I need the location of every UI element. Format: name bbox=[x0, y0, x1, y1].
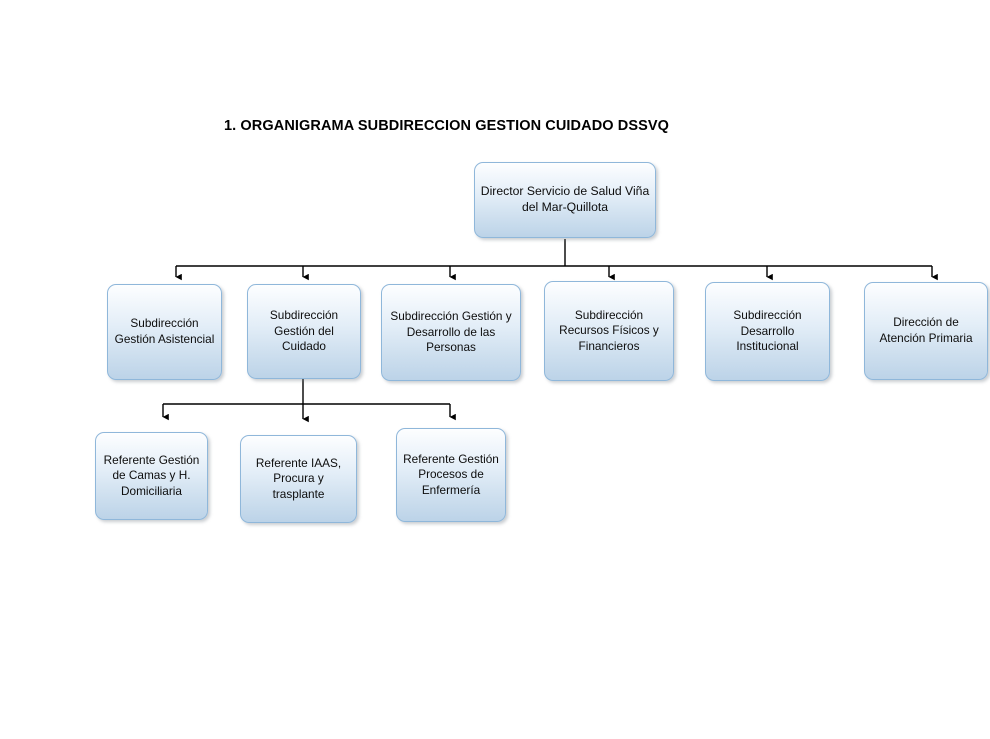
node-direccion-atencion-primaria[interactable]: Dirección de Atención Primaria bbox=[864, 282, 988, 380]
node-label: Subdirección Recursos Físicos y Financie… bbox=[559, 307, 659, 353]
node-subdireccion-gestion-asistencial[interactable]: Subdirección Gestión Asistencial bbox=[107, 284, 222, 380]
node-root[interactable]: Director Servicio de Salud Viña del Mar-… bbox=[474, 162, 656, 238]
node-referente-iaas-procura[interactable]: Referente IAAS, Procura y trasplante bbox=[240, 435, 357, 523]
node-label: Referente Gestión Procesos de Enfermería bbox=[403, 451, 499, 497]
node-label: Subdirección Gestión Asistencial bbox=[114, 316, 215, 346]
node-label: Dirección de Atención Primaria bbox=[879, 315, 973, 345]
node-label: Subdirección Gestión del Cuidado bbox=[269, 308, 339, 354]
node-label: Referente IAAS, Procura y trasplante bbox=[255, 455, 342, 501]
node-referente-gestion-procesos-enfermeria[interactable]: Referente Gestión Procesos de Enfermería bbox=[396, 428, 506, 522]
node-label: Director Servicio de Salud Viña del Mar-… bbox=[480, 184, 650, 214]
page-title: 1. ORGANIGRAMA SUBDIRECCION GESTION CUID… bbox=[224, 118, 670, 134]
node-label: Subdirección Desarrollo Institucional bbox=[733, 308, 802, 354]
node-subdireccion-gestion-desarrollo-personas[interactable]: Subdirección Gestión y Desarrollo de las… bbox=[381, 284, 521, 381]
node-label: Referente Gestión de Camas y H. Domicili… bbox=[103, 452, 200, 498]
node-subdireccion-recursos-fisicos-financieros[interactable]: Subdirección Recursos Físicos y Financie… bbox=[544, 281, 674, 381]
node-label: Subdirección Gestión y Desarrollo de las… bbox=[390, 309, 512, 355]
node-subdireccion-desarrollo-institucional[interactable]: Subdirección Desarrollo Institucional bbox=[705, 282, 830, 381]
node-referente-gestion-camas[interactable]: Referente Gestión de Camas y H. Domicili… bbox=[95, 432, 208, 520]
node-subdireccion-gestion-cuidado[interactable]: Subdirección Gestión del Cuidado bbox=[247, 284, 361, 379]
